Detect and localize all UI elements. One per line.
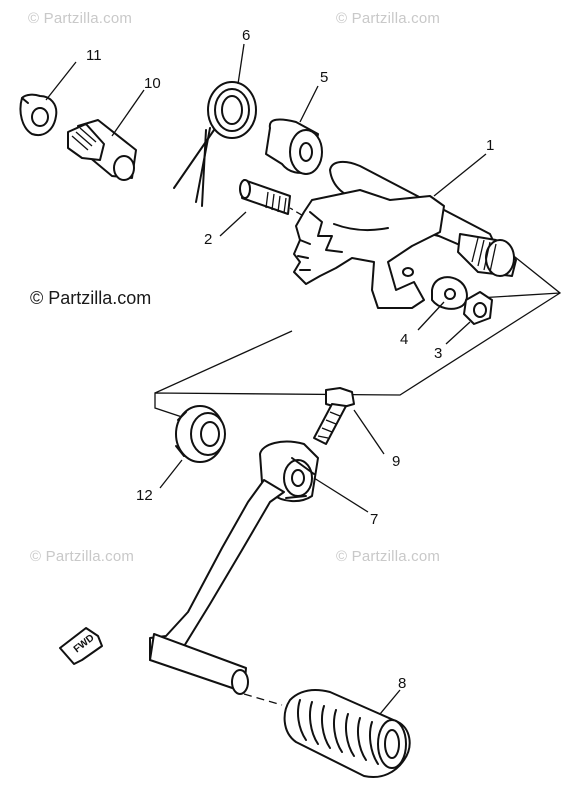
part-2-pin <box>239 179 291 215</box>
callout-8: 8 <box>398 675 406 692</box>
callout-3: 3 <box>434 345 442 362</box>
callout-5: 5 <box>320 69 328 86</box>
watermark-bottom-left: © Partzilla.com <box>30 548 135 565</box>
part-4-washer <box>431 276 468 310</box>
part-7-kick-crank <box>149 440 319 695</box>
callout-6: 6 <box>242 27 250 44</box>
part-3-nut <box>463 291 493 325</box>
part-6-torsion-spring <box>173 81 257 207</box>
part-1-kick-shaft <box>293 160 517 309</box>
watermark-middle: © Partzilla.com <box>30 288 152 308</box>
part-10-shaft-bolt <box>67 119 137 181</box>
callout-4: 4 <box>400 331 408 348</box>
callout-10: 10 <box>144 75 161 92</box>
watermark-top-right: © Partzilla.com <box>336 10 441 27</box>
callout-12: 12 <box>136 487 153 504</box>
fwd-direction-arrow: FWD <box>59 627 103 665</box>
watermark-top-left: © Partzilla.com <box>28 10 133 27</box>
callout-11: 11 <box>86 47 102 64</box>
callout-7: 7 <box>370 511 378 528</box>
part-12-oil-seal <box>175 405 226 463</box>
watermark-bottom-right: © Partzilla.com <box>336 548 441 565</box>
callout-2: 2 <box>204 231 212 248</box>
part-8-rubber-grip <box>283 689 411 778</box>
callout-1: 1 <box>486 137 494 154</box>
part-5-collar <box>265 118 323 175</box>
leader-lines <box>45 43 487 715</box>
part-9-bolt <box>313 387 355 445</box>
callout-numbers: 11 10 6 5 1 2 4 3 9 7 12 8 <box>86 27 494 692</box>
part-11-lock-washer <box>19 93 58 136</box>
callout-9: 9 <box>392 453 400 470</box>
